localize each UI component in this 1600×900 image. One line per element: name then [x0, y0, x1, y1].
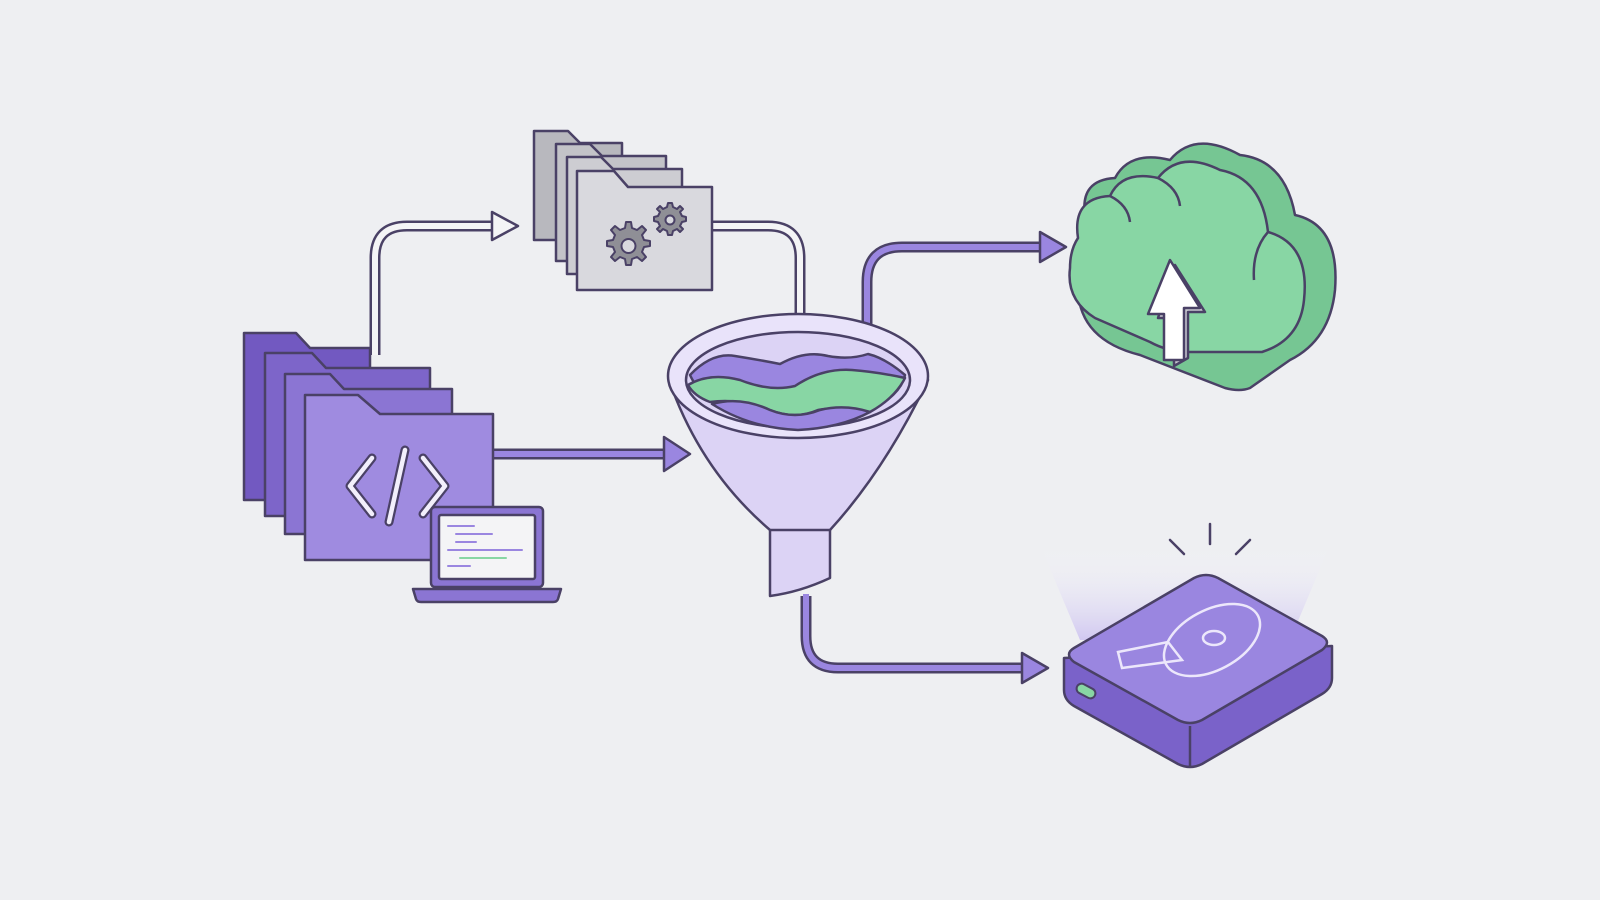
arrow-funnel-to-cloud [861, 230, 1068, 354]
funnel-icon [666, 312, 930, 598]
arrow-config-to-funnel [712, 220, 806, 318]
gear-icon [653, 202, 687, 236]
hard-drive-icon [1040, 522, 1334, 769]
laptop-icon [411, 505, 563, 604]
arrowhead-icon [662, 435, 692, 473]
arrowhead-icon [1038, 230, 1068, 264]
code-lines-icon [447, 525, 523, 567]
data-waves-icon [686, 352, 907, 432]
gear-folder-stack-icon [532, 129, 714, 292]
arrow-code-to-config [369, 210, 520, 355]
gear-icon [606, 221, 651, 266]
upload-arrow-icon [1146, 258, 1207, 368]
arrow-funnel-to-drive [800, 594, 1050, 685]
signal-icon [1168, 522, 1252, 556]
arrowhead-icon [490, 210, 520, 242]
cloud-upload-icon [1068, 142, 1337, 392]
status-led-icon [1075, 682, 1097, 700]
arrow-code-to-funnel [492, 435, 692, 473]
disk-platter-icon [1116, 602, 1262, 678]
code-brackets-icon [345, 445, 450, 527]
arrowhead-icon [1020, 651, 1050, 685]
